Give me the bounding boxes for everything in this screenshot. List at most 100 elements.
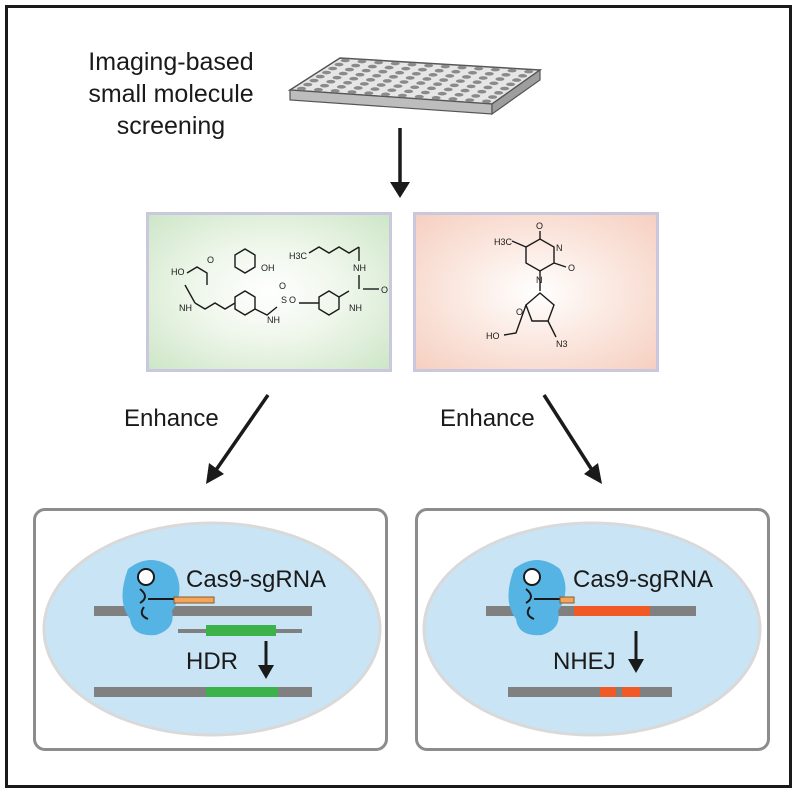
plate-well	[507, 68, 517, 73]
hdr-cell-box: Cas9-sgRNA HDR	[33, 508, 388, 751]
plate-well	[474, 66, 484, 71]
plate-well	[332, 75, 342, 80]
label-oh: OH	[261, 263, 275, 273]
enhance-label-right: Enhance	[440, 405, 535, 432]
plate-well	[374, 60, 384, 65]
plate-well	[416, 81, 426, 85]
plate-well	[524, 69, 534, 74]
plate-well	[378, 69, 388, 74]
plate-well	[334, 62, 344, 67]
plate-well	[455, 79, 465, 83]
plate-well	[420, 90, 430, 95]
plate-well	[483, 85, 493, 90]
plate-well	[437, 91, 447, 96]
plate-well	[347, 90, 357, 94]
plate-well	[454, 92, 464, 97]
plate-well	[393, 84, 403, 88]
cas9-sgrna-label: Cas9-sgRNA	[186, 566, 327, 593]
plate-well	[384, 65, 394, 70]
plate-well	[405, 76, 415, 80]
plate-well	[477, 89, 487, 94]
plate-well	[428, 73, 438, 77]
plate-well	[424, 63, 434, 68]
plate-well	[494, 91, 504, 95]
plate-well	[482, 99, 492, 104]
plate-well	[364, 91, 374, 96]
donor-insert	[206, 625, 276, 636]
plate-well	[372, 73, 382, 78]
nhej-label: NHEJ	[553, 648, 616, 675]
screen-down-arrow	[390, 128, 410, 198]
plate-well	[489, 81, 499, 86]
plate-well	[340, 58, 350, 63]
plate-well	[395, 70, 405, 75]
label-o-top: O	[536, 221, 543, 231]
plate-well	[440, 64, 450, 69]
plate-well	[309, 78, 319, 83]
label-nh-right: NH	[349, 303, 362, 313]
plate-well	[465, 98, 475, 102]
cas9-protein	[508, 560, 566, 636]
label-nh-left: NH	[179, 303, 192, 313]
plate-well	[390, 61, 400, 66]
plate-well	[451, 69, 461, 74]
plate-well	[336, 85, 346, 89]
plate-well	[488, 95, 498, 99]
molecule-panel-hdr-enhancer: HO O OH H3C NH O S O O NH NH NH	[146, 212, 392, 372]
target-dna	[94, 606, 312, 616]
hdr-enhancer-structure: HO O OH H3C NH O S O O NH NH NH	[171, 246, 388, 325]
label-o-s-top: O	[279, 281, 286, 291]
plate-well	[315, 74, 325, 79]
hdr-label: HDR	[186, 648, 238, 675]
label-o-sugar: O	[516, 307, 523, 317]
enhance-label-left: Enhance	[124, 405, 219, 432]
label-n3: N3	[556, 339, 568, 349]
edited-dna	[94, 687, 312, 697]
plate-well	[381, 92, 391, 97]
label-ho: HO	[486, 331, 500, 341]
plate-well	[443, 87, 453, 92]
plate-well	[351, 63, 361, 68]
plate-well	[388, 75, 398, 79]
figure-frame	[5, 5, 792, 788]
plate-well	[410, 85, 420, 90]
plate-well	[330, 89, 340, 93]
label-nh-ring: N	[556, 243, 563, 253]
plate-well	[343, 80, 353, 85]
plate-well	[449, 83, 459, 88]
hdr-insertion	[206, 687, 278, 697]
label-nh-top: NH	[353, 263, 366, 273]
plate-well	[321, 70, 331, 75]
plate-well	[359, 82, 369, 86]
plate-well	[431, 96, 441, 100]
plate-well	[484, 71, 494, 76]
enhance-arrow-left	[206, 394, 270, 484]
enhance-arrow-right	[542, 394, 602, 484]
screening-title: Imaging-based small molecule screening	[88, 48, 254, 140]
sgrna-icon	[137, 568, 184, 620]
plate-well	[501, 73, 511, 77]
plate-well	[426, 86, 436, 91]
multiwell-plate-icon	[287, 57, 543, 116]
plate-well	[328, 66, 338, 71]
plate-well	[399, 80, 409, 84]
plate-well	[366, 78, 376, 82]
plate-well	[433, 82, 443, 87]
azt-structure: H3C O N O N O HO N3	[486, 221, 575, 349]
cas9-protein	[122, 560, 180, 636]
plate-well	[361, 68, 371, 73]
plate-well	[320, 83, 330, 88]
plate-well	[512, 78, 522, 82]
plate-well	[303, 82, 313, 87]
plate-well	[344, 67, 354, 72]
edited-dna	[508, 687, 672, 697]
nucleus	[422, 521, 762, 737]
plate-well	[434, 68, 444, 73]
plate-well	[349, 76, 359, 81]
plate-well	[387, 88, 397, 93]
label-ho: HO	[171, 267, 185, 277]
plate-well	[448, 97, 458, 101]
plate-well	[445, 74, 455, 78]
molecule-panel-nhej-enhancer: H3C O N O N O HO N3	[413, 212, 659, 372]
